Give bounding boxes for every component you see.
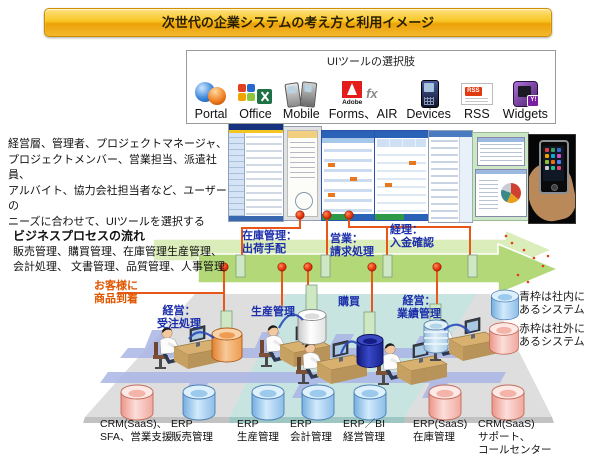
process-line: 販売管理、購買管理、在庫管理生産管理、	[13, 246, 222, 258]
label-inventory-shipping: 在庫管理：出荷手配	[242, 230, 297, 255]
adobe-logo-icon: Adobe fx	[340, 79, 386, 107]
station-cylinder-production	[297, 309, 327, 345]
office-suite-icon	[237, 79, 274, 107]
adobe-wordmark: Adobe	[342, 99, 363, 106]
tool-office: Office	[237, 79, 274, 121]
legend-internal-text: 青枠は社内にあるシステム	[519, 291, 585, 316]
station-cylinder-order	[211, 327, 243, 363]
tool-mobile: Mobile	[283, 79, 320, 121]
process-list: 販売管理、購買管理、在庫管理生産管理、 会計処理、 文書管理、品質管理、人事管理	[13, 245, 225, 274]
rss-feed-icon: RSS	[460, 79, 494, 107]
screenshot-list-app	[428, 130, 473, 223]
station-cylinder-performance	[423, 319, 449, 354]
widgets-icon: Y!	[511, 79, 540, 107]
rss-badge: RSS	[464, 87, 482, 96]
screenshot-dashboard-with-pie-chart	[472, 132, 529, 221]
screenshot-web-app-2	[374, 130, 429, 221]
process-line: 会計処理、 文書管理、品質管理、人事管理	[13, 260, 226, 273]
label-station-production: 生産管理	[251, 306, 295, 318]
screenshot-document	[283, 126, 322, 221]
db-erp-saas-inventory	[428, 384, 462, 421]
label-station-performance: 経営：業績管理	[397, 295, 441, 320]
handheld-device-icon	[417, 79, 441, 108]
note-line: 経営層、管理者、プロジェクトマネージャ、	[8, 138, 228, 150]
legend-external-cylinder	[489, 322, 519, 355]
tool-rss: RSS RSS	[460, 79, 494, 121]
note-line: ニーズに合わせて、UIツールを選択する	[8, 215, 205, 228]
tool-label: Devices	[406, 107, 451, 121]
db-erp-production	[251, 384, 285, 421]
legend-external-text: 赤枠は社外にあるシステム	[519, 323, 585, 348]
db-erp-bi	[353, 384, 387, 421]
flex-fx-glyph: fx	[366, 86, 378, 101]
tool-devices: Devices	[406, 79, 451, 121]
tool-adobe: Adobe fx Forms、AIR	[328, 79, 398, 121]
label-accounting-payment: 経理：入金確認	[390, 224, 434, 249]
iphone-photo	[528, 134, 576, 224]
note-line: プロジェクトメンバー、営業担当、派遣社員、	[8, 153, 217, 182]
label-sales-billing: 営業：請求処理	[330, 233, 374, 258]
ui-tools-box: UIツールの選択肢 Portal Office Mobile	[186, 50, 556, 124]
screenshot-web-app-1	[321, 130, 375, 221]
smartphone	[539, 140, 569, 194]
arrow-speckles	[504, 234, 550, 284]
page-title: 次世代の企業システムの考え方と利用イメージ	[44, 8, 552, 37]
legend-internal-cylinder	[490, 289, 520, 321]
ui-tools-row: Portal Office Mobile Adobe fx	[194, 73, 548, 121]
tool-label: Forms、AIR	[328, 107, 398, 121]
label-station-purchasing: 購買	[338, 296, 360, 308]
station-cylinder-purchasing	[356, 334, 384, 368]
db-label-crm-saas-support: CRM(SaaS)サポート、コールセンター	[478, 418, 552, 456]
yahoo-badge: Y!	[527, 95, 540, 107]
home-button	[551, 184, 558, 191]
tool-widgets: Y! Widgets	[503, 79, 548, 121]
mobile-phones-icon	[284, 79, 318, 108]
db-crm-saas-support	[491, 384, 525, 421]
user-roles-note: 経営層、管理者、プロジェクトマネージャ、 プロジェクトメンバー、営業担当、派遣社…	[8, 137, 232, 230]
tool-label: Widgets	[502, 107, 548, 121]
label-customer-delivery: お客様に商品到着	[94, 280, 138, 305]
db-erp-accounting	[301, 384, 335, 421]
process-heading: ビジネスプロセスの流れ	[13, 229, 146, 243]
floor-walkways	[100, 330, 506, 398]
db-label-crm-sfa: CRM(SaaS)、SFA、営業支援	[100, 418, 173, 443]
db-label-erp-saas-inventory: ERP(SaaS)在庫管理	[413, 418, 468, 443]
tool-label: Office	[239, 107, 272, 121]
note-line: アルバイト、協力会社担当者など、ユーザーの	[8, 184, 227, 213]
data-flow-curves	[188, 313, 471, 355]
tool-portal: Portal	[194, 79, 228, 121]
label-station-order: 経営：受注処理	[157, 305, 201, 330]
portal-browser-icon	[194, 79, 228, 107]
legend-cylinders	[489, 289, 520, 355]
tool-label: Mobile	[282, 107, 320, 121]
screenshot-portal	[228, 123, 284, 222]
tool-label: RSS	[463, 107, 490, 121]
db-erp-sales	[182, 384, 216, 421]
db-crm-sfa	[120, 384, 154, 421]
ui-tools-title: UIツールの選択肢	[327, 56, 415, 68]
tool-label: Portal	[194, 107, 228, 121]
database-cylinders	[120, 384, 525, 421]
pie-chart-thumbnail	[501, 183, 521, 203]
app-screenshots-strip	[228, 123, 576, 224]
